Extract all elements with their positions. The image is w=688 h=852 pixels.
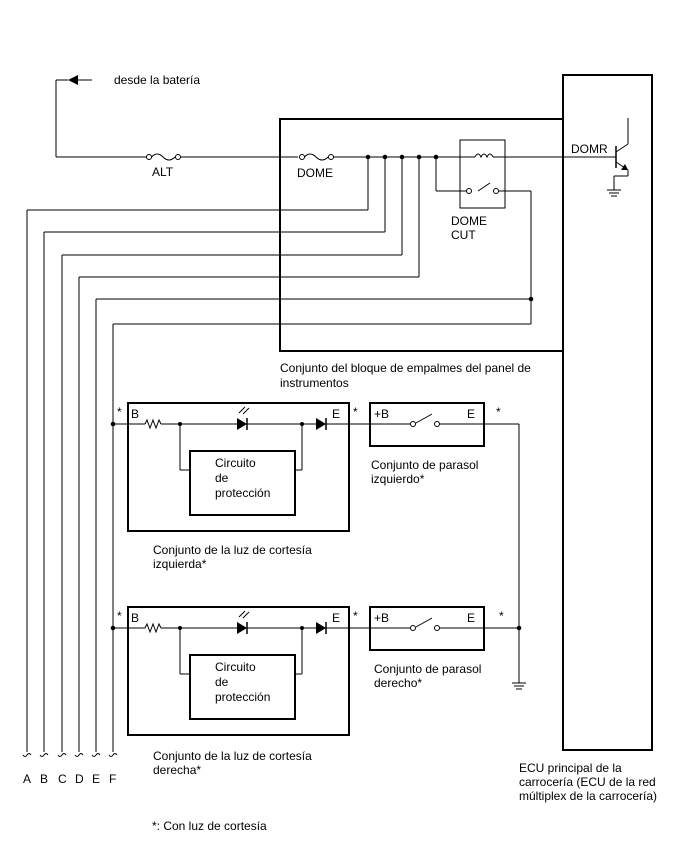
ground-icon <box>512 682 526 690</box>
from-battery-label: desde la batería <box>114 73 200 87</box>
switch-contact-icon <box>415 413 433 424</box>
right-courtesy-light: * B E Circuito de protección * <box>110 606 370 736</box>
terminal-e-label: E <box>467 611 475 625</box>
connector-label-c: C <box>58 772 67 786</box>
relay-coil-icon <box>474 153 494 159</box>
right-visor-label-1: Conjunto de parasol <box>374 662 481 676</box>
resistor-icon <box>144 418 162 430</box>
left-courtesy-label-1: Conjunto de la luz de cortesía <box>153 543 312 557</box>
protection-circuit <box>189 450 296 516</box>
dome-cut-label-2: CUT <box>451 228 476 242</box>
terminal-b-label: B <box>131 611 139 625</box>
dome-cut-label-1: DOME <box>451 214 487 228</box>
circuit-label-2: de <box>215 471 229 485</box>
circuit-label-1: Circuito <box>215 660 256 674</box>
relay-box <box>459 139 506 209</box>
asterisk-label: * <box>499 609 504 623</box>
right-courtesy-label-2: derecha* <box>153 763 201 777</box>
domr-label: DOMR <box>571 142 608 156</box>
junction-block <box>279 118 564 352</box>
terminal-e-label: E <box>332 611 340 625</box>
asterisk-label: * <box>117 405 122 419</box>
dome-fuse-label: DOME <box>297 166 333 180</box>
connector-label-e: E <box>92 772 100 786</box>
terminal-b-label: B <box>131 407 139 421</box>
alt-fuse-label: ALT <box>152 165 174 179</box>
right-visor-switch: +B E * <box>369 606 519 651</box>
circuit-label-1: Circuito <box>215 456 256 470</box>
ecu-label-1: ECU principal de la <box>519 761 622 775</box>
connector-label-d: D <box>75 772 84 786</box>
connector-label-f: F <box>109 772 116 786</box>
alt-fuse: ALT <box>146 153 181 179</box>
switch-contact-icon <box>415 617 433 628</box>
resistor-icon <box>144 622 162 634</box>
asterisk-label: * <box>117 609 122 623</box>
ecu-label-2: carrocería (ECU de la red <box>519 775 656 789</box>
junction-block-label-2: instrumentos <box>280 376 349 390</box>
connector-label-a: A <box>23 772 31 786</box>
dome-cut-relay: DOME CUT <box>435 139 563 242</box>
terminal-plus-b-label: +B <box>374 611 389 625</box>
courtesy-light-box <box>127 402 350 532</box>
left-visor-switch: +B E * <box>369 402 519 447</box>
asterisk-label: * <box>353 405 358 419</box>
junction-block-label-1: Conjunto del bloque de empalmes del pane… <box>280 361 531 375</box>
footnote: *: Con luz de cortesía <box>152 819 267 833</box>
connector-label-b: B <box>40 772 48 786</box>
right-courtesy-label-1: Conjunto de la luz de cortesía <box>153 749 312 763</box>
protection-circuit <box>189 654 296 720</box>
left-courtesy-light: * B E Circuito de protección * <box>110 402 370 532</box>
dome-fuse: DOME <box>297 153 334 180</box>
left-visor-label-2: izquierdo* <box>371 472 425 486</box>
terminal-plus-b-label: +B <box>374 407 389 421</box>
left-courtesy-label-2: izquierda* <box>153 557 207 571</box>
diode-icon <box>316 418 326 430</box>
circuit-label-3: protección <box>215 486 270 500</box>
diode-icon <box>316 622 326 634</box>
terminal-e-label: E <box>467 407 475 421</box>
asterisk-label: * <box>353 609 358 623</box>
led-icon <box>237 622 247 634</box>
arrow-left-icon <box>68 75 78 85</box>
connector-terminals: A B C D E F <box>22 753 118 786</box>
ecu-label-3: múltiplex de la carrocería) <box>519 789 657 803</box>
transistor-icon <box>563 118 629 197</box>
body-ecu <box>562 74 653 751</box>
asterisk-label: * <box>496 405 501 419</box>
connector-wires <box>26 157 531 752</box>
battery-feed: desde la batería <box>55 73 200 158</box>
right-visor-label-2: derecho* <box>374 676 422 690</box>
terminal-e-label: E <box>332 407 340 421</box>
circuit-label-2: de <box>215 675 229 689</box>
led-icon <box>237 418 247 430</box>
relay-contact-icon <box>477 182 491 192</box>
courtesy-light-box <box>127 606 350 736</box>
left-visor-label-1: Conjunto de parasol <box>371 458 478 472</box>
circuit-label-3: protección <box>215 690 270 704</box>
